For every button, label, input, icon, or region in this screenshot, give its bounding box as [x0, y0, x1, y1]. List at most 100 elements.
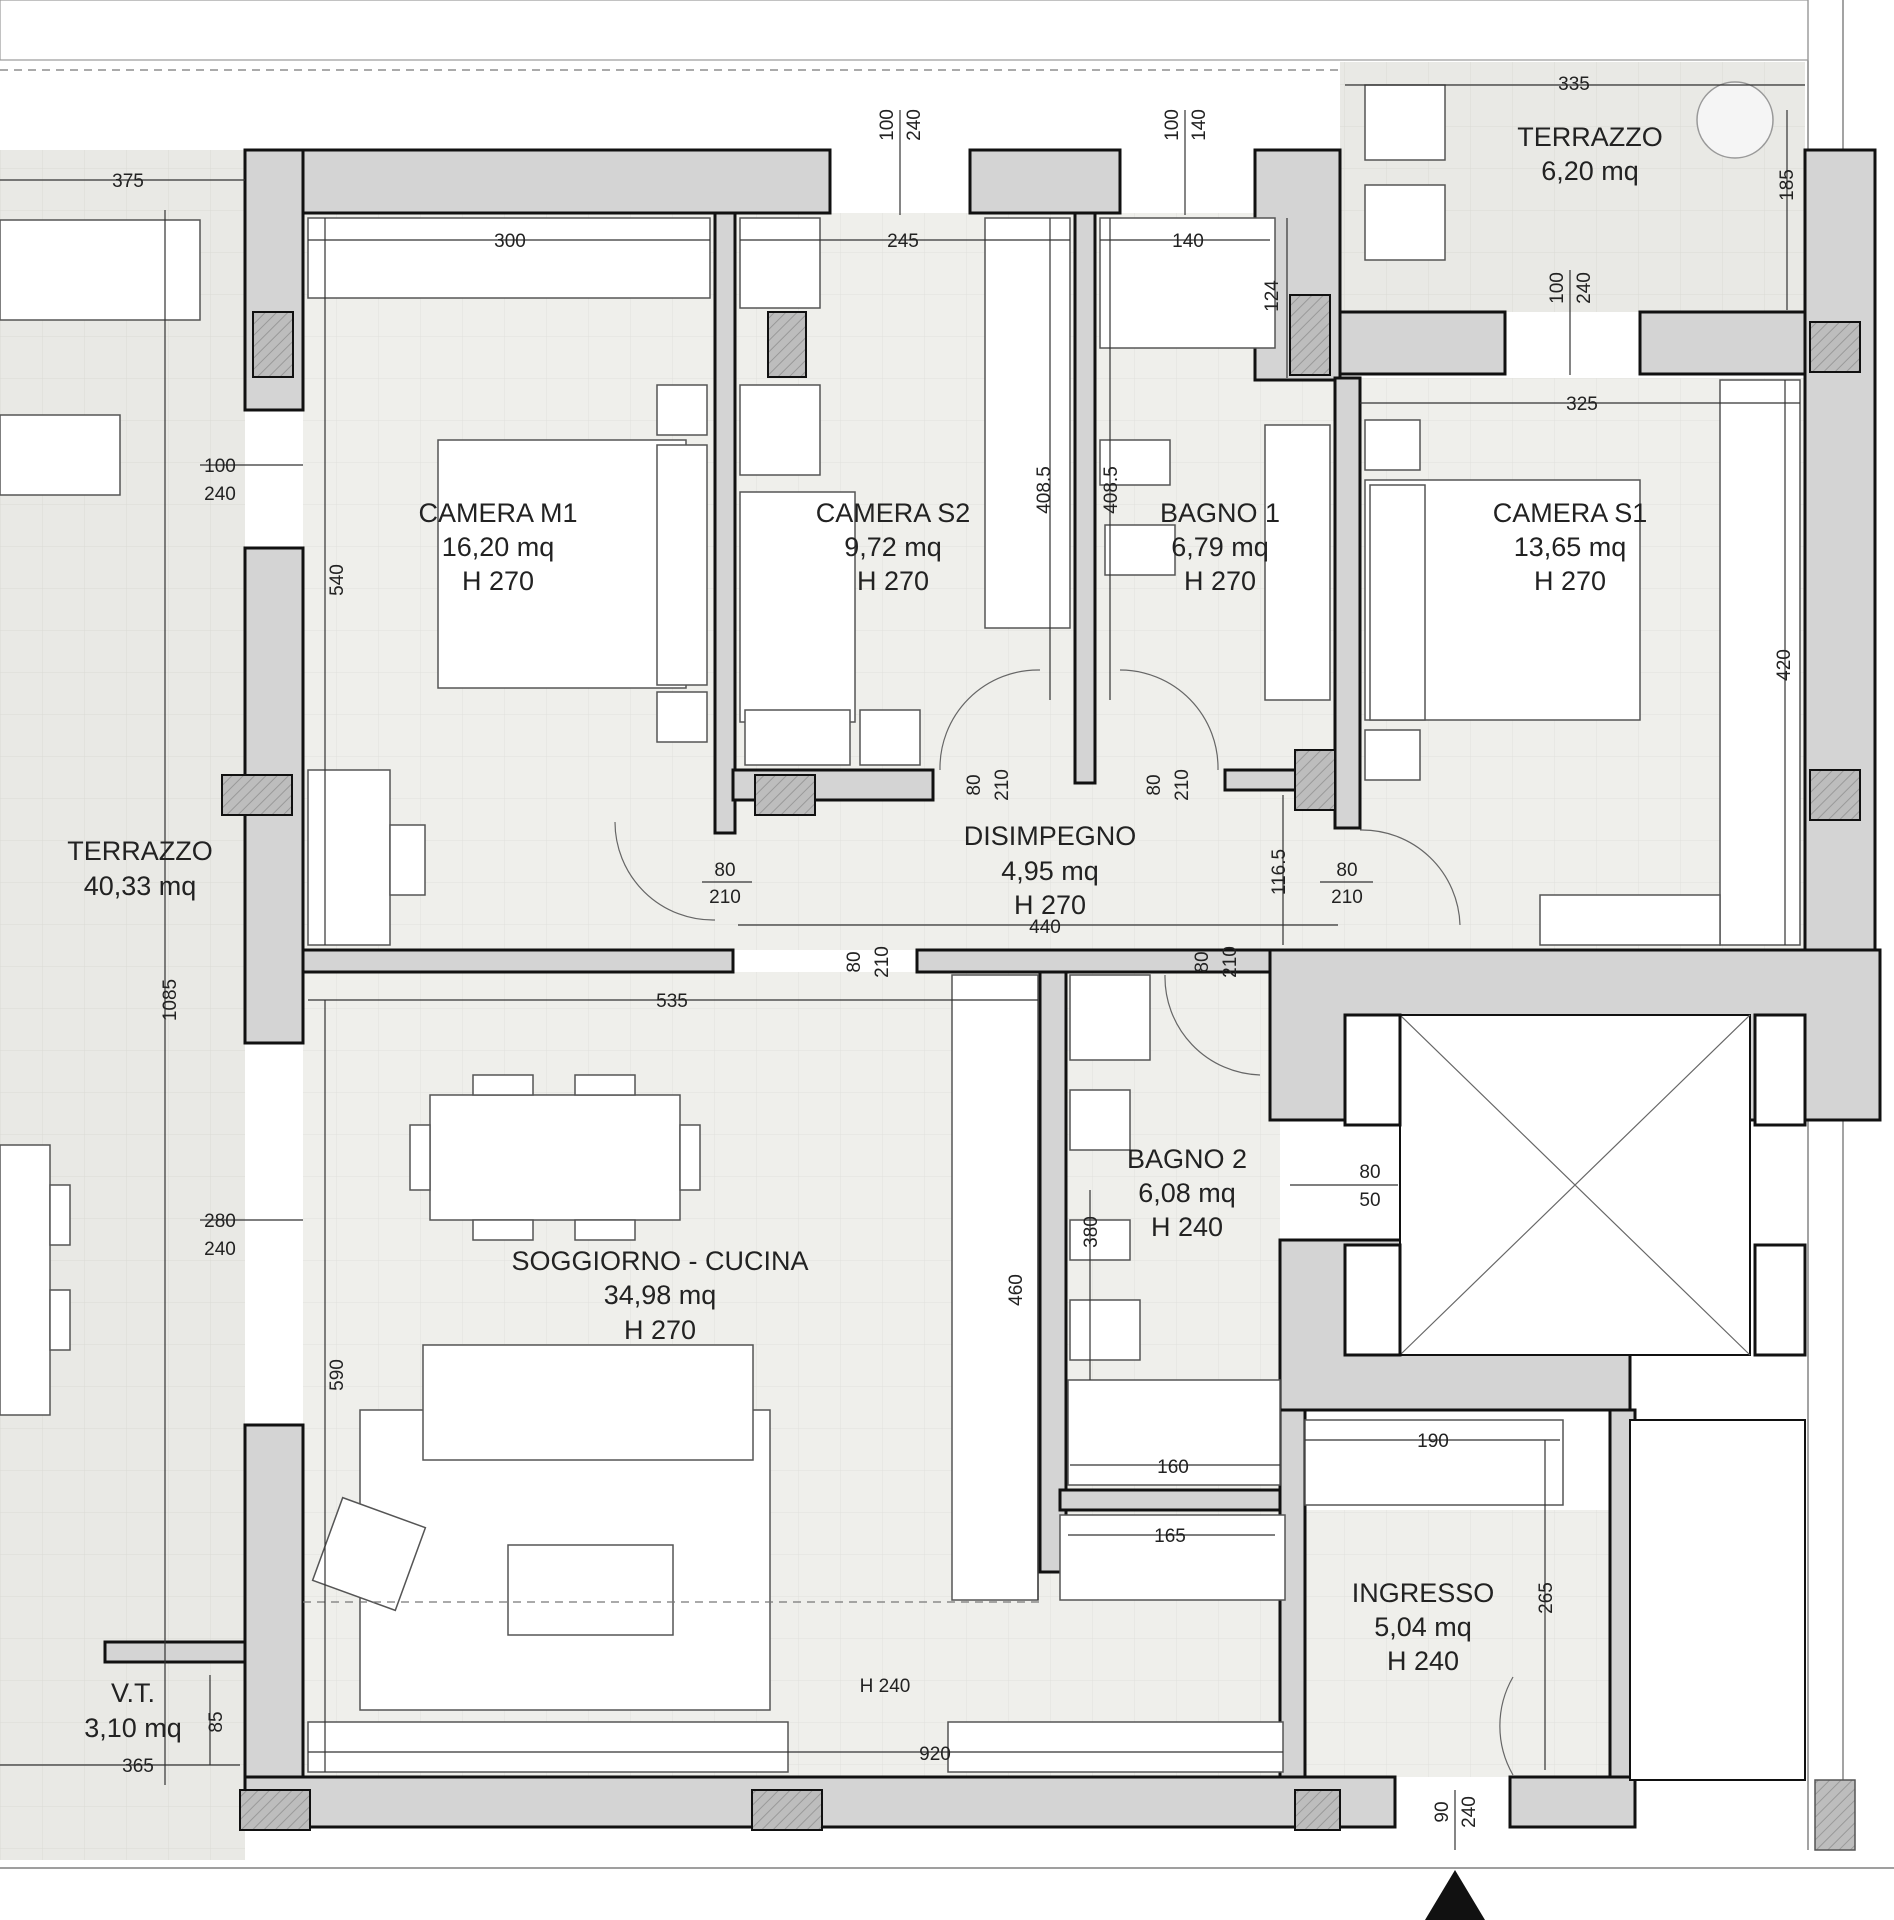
svg-text:210: 210 [1220, 946, 1241, 978]
svg-text:CAMERA M1: CAMERA M1 [418, 498, 577, 528]
window-m1-left-label: 100 240 [204, 456, 236, 505]
soggiorno-height-note: H 240 [860, 1676, 911, 1697]
svg-text:245: 245 [887, 231, 919, 252]
svg-text:210: 210 [709, 887, 741, 908]
svg-text:80: 80 [1336, 860, 1357, 881]
svg-text:540: 540 [327, 564, 348, 596]
svg-text:DISIMPEGNO: DISIMPEGNO [964, 821, 1137, 851]
svg-text:408.5: 408.5 [1034, 466, 1055, 514]
room-label-ingresso: INGRESSO 5,04 mq H 240 [1352, 1578, 1495, 1676]
svg-text:210: 210 [1331, 887, 1363, 908]
dimension-labels: 375 300 245 140 335 325 440 535 160 165 … [112, 74, 1798, 1777]
room-label-terrazzo-left: TERRAZZO 40,33 mq [67, 836, 213, 901]
svg-text:CAMERA S2: CAMERA S2 [816, 498, 971, 528]
svg-text:90: 90 [1432, 1801, 1453, 1822]
doors [614, 669, 1514, 1776]
pillars [221, 294, 1861, 1831]
svg-text:100: 100 [1547, 272, 1568, 304]
svg-text:365: 365 [122, 1756, 154, 1777]
svg-text:140: 140 [1172, 231, 1204, 252]
opening-stair-label: 80 50 [1359, 1162, 1380, 1211]
svg-text:240: 240 [1459, 1796, 1480, 1828]
svg-text:80: 80 [1359, 1162, 1380, 1183]
svg-text:H 270: H 270 [1534, 566, 1606, 596]
svg-text:420: 420 [1774, 649, 1795, 681]
svg-text:335: 335 [1558, 74, 1590, 95]
svg-text:265: 265 [1536, 1582, 1557, 1614]
svg-text:3,10 mq: 3,10 mq [84, 1713, 182, 1743]
svg-text:160: 160 [1157, 1457, 1189, 1478]
room-label-vt: V.T. 3,10 mq [84, 1678, 182, 1743]
svg-text:210: 210 [1172, 769, 1193, 801]
svg-text:325: 325 [1566, 394, 1598, 415]
svg-text:13,65 mq: 13,65 mq [1514, 532, 1627, 562]
svg-text:BAGNO 2: BAGNO 2 [1127, 1144, 1247, 1174]
svg-text:590: 590 [327, 1359, 348, 1391]
terrace-left-floor [0, 150, 245, 1790]
svg-text:TERRAZZO: TERRAZZO [67, 836, 213, 866]
svg-text:6,08 mq: 6,08 mq [1138, 1178, 1236, 1208]
svg-text:100: 100 [1162, 109, 1183, 141]
svg-text:300: 300 [494, 231, 526, 252]
room-label-camera-s1: CAMERA S1 13,65 mq H 270 [1493, 498, 1648, 596]
door-s1-label: 80 210 [1320, 860, 1373, 908]
svg-text:240: 240 [204, 484, 236, 505]
room-label-bagno-1: BAGNO 1 6,79 mq H 270 [1160, 498, 1280, 596]
svg-text:460: 460 [1006, 1274, 1027, 1306]
svg-text:40,33 mq: 40,33 mq [84, 871, 197, 901]
svg-text:V.T.: V.T. [111, 1678, 155, 1708]
svg-text:210: 210 [992, 769, 1013, 801]
svg-text:16,20 mq: 16,20 mq [442, 532, 555, 562]
svg-text:INGRESSO: INGRESSO [1352, 1578, 1495, 1608]
svg-text:6,79 mq: 6,79 mq [1171, 532, 1269, 562]
svg-text:H 240: H 240 [1387, 1646, 1459, 1676]
window-soggiorno-left-label: 280 240 [204, 1211, 236, 1260]
room-label-bagno-2: BAGNO 2 6,08 mq H 240 [1127, 1144, 1247, 1242]
room-label-camera-m1: CAMERA M1 16,20 mq H 270 [418, 498, 577, 596]
svg-text:H 240: H 240 [1151, 1212, 1223, 1242]
svg-text:375: 375 [112, 171, 144, 192]
svg-text:210: 210 [872, 946, 893, 978]
door-bagno1-label: 80 210 [1144, 769, 1193, 801]
svg-text:5,04 mq: 5,04 mq [1374, 1612, 1472, 1642]
vt-floor [0, 1790, 245, 1860]
svg-text:85: 85 [206, 1711, 227, 1732]
svg-text:535: 535 [656, 991, 688, 1012]
door-m1-label: 80 210 [702, 860, 752, 908]
furniture [0, 81, 1801, 1773]
svg-text:240: 240 [904, 109, 925, 141]
svg-text:SOGGIORNO - CUCINA: SOGGIORNO - CUCINA [511, 1246, 808, 1276]
svg-text:190: 190 [1417, 1431, 1449, 1452]
svg-text:165: 165 [1154, 1526, 1186, 1547]
svg-text:80: 80 [1192, 951, 1213, 972]
svg-text:34,98 mq: 34,98 mq [604, 1280, 717, 1310]
svg-text:100: 100 [204, 456, 236, 477]
door-bagno2-label: 80 210 [1192, 946, 1241, 978]
door-soggiorno-label: 80 210 [844, 946, 893, 978]
svg-text:380: 380 [1081, 1216, 1102, 1248]
svg-text:H 270: H 270 [624, 1315, 696, 1345]
svg-text:280: 280 [204, 1211, 236, 1232]
door-entrance-label: 90 240 [1432, 1790, 1480, 1850]
window-bagno1-top-label: 100 140 [1162, 109, 1210, 215]
svg-text:240: 240 [1574, 272, 1595, 304]
svg-text:H 270: H 270 [1184, 566, 1256, 596]
svg-text:240: 240 [204, 1239, 236, 1260]
svg-text:80: 80 [714, 860, 735, 881]
svg-text:CAMERA S1: CAMERA S1 [1493, 498, 1648, 528]
svg-text:408.5: 408.5 [1101, 466, 1122, 514]
dimension-lines [0, 84, 1805, 1785]
svg-text:116.5: 116.5 [1269, 849, 1290, 895]
room-label-terrazzo-top: TERRAZZO 6,20 mq [1517, 122, 1663, 186]
svg-text:TERRAZZO: TERRAZZO [1517, 122, 1663, 152]
svg-text:100: 100 [877, 109, 898, 141]
svg-text:185: 185 [1777, 169, 1798, 201]
svg-text:H 270: H 270 [462, 566, 534, 596]
svg-text:4,95 mq: 4,95 mq [1001, 856, 1099, 886]
svg-text:80: 80 [964, 774, 985, 795]
svg-text:6,20 mq: 6,20 mq [1541, 156, 1639, 186]
svg-text:50: 50 [1359, 1190, 1380, 1211]
window-s1-top-label: 100 240 [1547, 270, 1595, 375]
door-s2-label: 80 210 [964, 769, 1013, 801]
